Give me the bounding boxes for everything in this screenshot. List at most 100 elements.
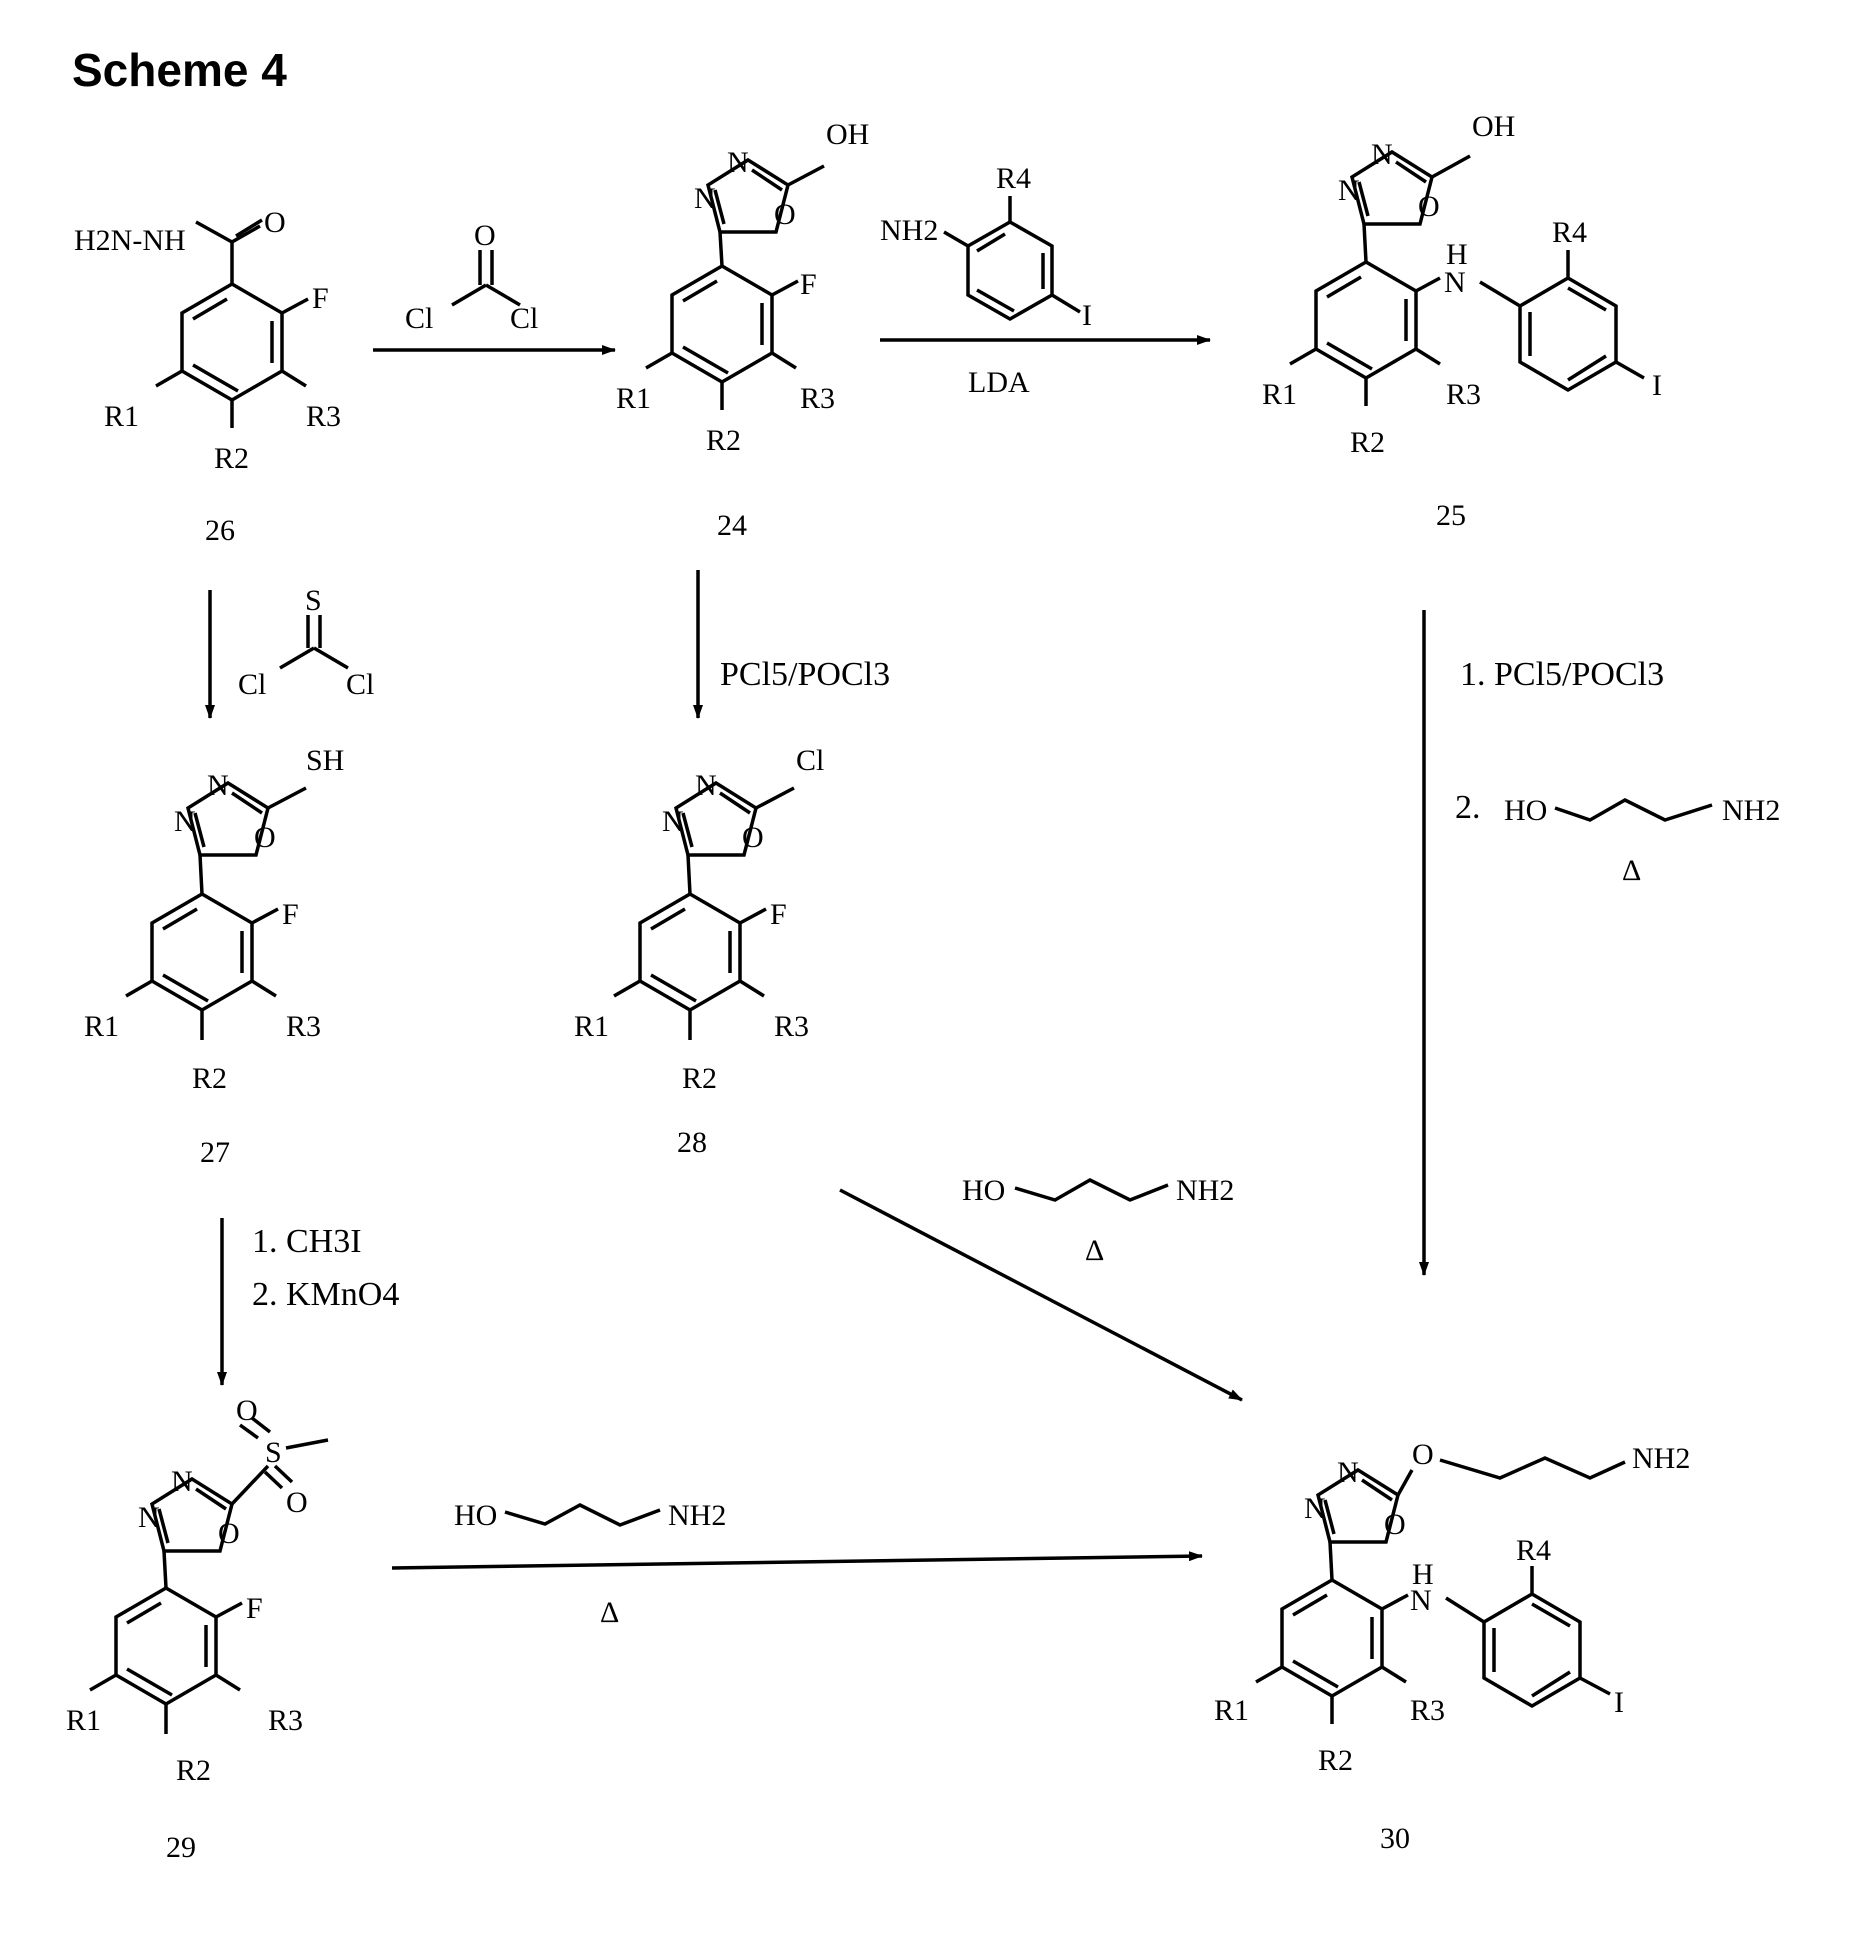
aminopropanol-nh2-c: NH2 — [668, 1499, 726, 1532]
hydrazide-label: H2N-NH — [74, 224, 186, 257]
thiophosgene-cl-right: Cl — [346, 668, 374, 701]
compound-number-27: 27 — [200, 1136, 230, 1169]
thiophosgene-s: S — [305, 584, 322, 617]
phosgene-oxygen: O — [474, 219, 496, 252]
ring-n-28b: N — [662, 805, 684, 838]
arrow-29-to-30 — [392, 1556, 1202, 1568]
aminopropanol-nh2-a: NH2 — [1722, 794, 1780, 827]
r3-24: R3 — [800, 382, 835, 415]
r2-label: R2 — [214, 442, 249, 475]
compound-29 — [90, 1418, 328, 1734]
ring-o-25: O — [1418, 190, 1440, 223]
compound-number-29: 29 — [166, 1831, 196, 1864]
r2-28: R2 — [682, 1062, 717, 1095]
compound-27 — [126, 783, 306, 1040]
r2-25: R2 — [1350, 426, 1385, 459]
fluoro-29: F — [246, 1592, 263, 1625]
iodo-30: I — [1614, 1686, 1624, 1719]
fluoro-28: F — [770, 898, 787, 931]
ring-n-29b: N — [138, 1501, 160, 1534]
r3-28: R3 — [774, 1010, 809, 1043]
phosgene-cl-right: Cl — [510, 302, 538, 335]
r2-29: R2 — [176, 1754, 211, 1787]
sulfonyl-o-29b: O — [286, 1486, 308, 1519]
r3-label: R3 — [306, 400, 341, 433]
aminopropanol-ho-a: HO — [1504, 794, 1547, 827]
aminopropanol-29 — [505, 1505, 660, 1525]
ring-n-24b: N — [694, 182, 716, 215]
ring-n-24a: N — [727, 146, 749, 179]
heat-symbol-b: Δ — [1085, 1234, 1104, 1267]
ring-n-25b: N — [1338, 174, 1360, 207]
r3-30: R3 — [1410, 1694, 1445, 1727]
compound-number-28: 28 — [677, 1126, 707, 1159]
phosgene-cl-left: Cl — [405, 302, 433, 335]
aniline-iodo: I — [1082, 299, 1092, 332]
heat-symbol-c: Δ — [600, 1596, 619, 1629]
ring-n-28a: N — [695, 769, 717, 802]
iodo-25: I — [1652, 369, 1662, 402]
r3-25: R3 — [1446, 378, 1481, 411]
ring-o-30: O — [1384, 1508, 1406, 1541]
ring-n-25a: N — [1371, 138, 1393, 171]
sulfonyl-s-29: S — [265, 1436, 282, 1469]
aniline-r4: R4 — [996, 162, 1031, 195]
r1-24: R1 — [616, 382, 651, 415]
iodoaniline-structure — [944, 196, 1080, 319]
amine-n-30: N — [1410, 1584, 1432, 1617]
r1-29: R1 — [66, 1704, 101, 1737]
ring-n-27a: N — [207, 769, 229, 802]
ether-o-30: O — [1412, 1438, 1434, 1471]
r4-25: R4 — [1552, 216, 1587, 249]
compound-28 — [614, 783, 794, 1040]
thiophosgene-cl-left: Cl — [238, 668, 266, 701]
compound-number-26: 26 — [205, 514, 235, 547]
lda-reagent: LDA — [968, 366, 1030, 399]
r3-29: R3 — [268, 1704, 303, 1737]
compound-24 — [646, 160, 824, 410]
thiophosgene-structure — [280, 615, 348, 668]
r2-30: R2 — [1318, 1744, 1353, 1777]
kmno4-reagent: 2. KMnO4 — [252, 1276, 399, 1313]
aminopropanol-28 — [1015, 1180, 1168, 1200]
ring-o-28: O — [742, 821, 764, 854]
arrow-28-to-30 — [840, 1190, 1242, 1400]
heat-symbol-a: Δ — [1622, 854, 1641, 887]
sulfonyl-o-29a: O — [236, 1394, 258, 1427]
ring-o-29: O — [218, 1517, 240, 1550]
aminopropanol-ho-b: HO — [962, 1174, 1005, 1207]
fluoro-24: F — [800, 268, 817, 301]
r1-30: R1 — [1214, 1694, 1249, 1727]
ring-n-30b: N — [1304, 1492, 1326, 1525]
ring-n-27b: N — [174, 805, 196, 838]
compound-number-25: 25 — [1436, 499, 1466, 532]
carbonyl-oxygen: O — [264, 206, 286, 239]
pcl5-pocl3-reagent: PCl5/POCl3 — [720, 656, 890, 693]
compound-number-24: 24 — [717, 509, 747, 542]
nh2-30: NH2 — [1632, 1442, 1690, 1475]
amine-n-25: N — [1444, 266, 1466, 299]
r1-label: R1 — [104, 400, 139, 433]
r2-27: R2 — [192, 1062, 227, 1095]
r3-27: R3 — [286, 1010, 321, 1043]
fluoro-27: F — [282, 898, 299, 931]
ring-o-24: O — [774, 198, 796, 231]
ring-o-27: O — [254, 821, 276, 854]
ring-n-29a: N — [171, 1465, 193, 1498]
aminopropanol-25 — [1555, 800, 1712, 820]
r1-25: R1 — [1262, 378, 1297, 411]
hydroxy-25: OH — [1472, 110, 1515, 143]
ring-n-30a: N — [1337, 1456, 1359, 1489]
r1-27: R1 — [84, 1010, 119, 1043]
ch3i-reagent: 1. CH3I — [252, 1223, 362, 1260]
fluoro-label: F — [312, 282, 329, 315]
r2-24: R2 — [706, 424, 741, 457]
aminopropanol-nh2-b: NH2 — [1176, 1174, 1234, 1207]
hydroxy-24: OH — [826, 118, 869, 151]
scheme-title: Scheme 4 — [72, 44, 287, 96]
thiol-27: SH — [306, 744, 344, 777]
aniline-nh2: NH2 — [880, 214, 938, 247]
r4-30: R4 — [1516, 1534, 1551, 1567]
compound-number-30: 30 — [1380, 1822, 1410, 1855]
